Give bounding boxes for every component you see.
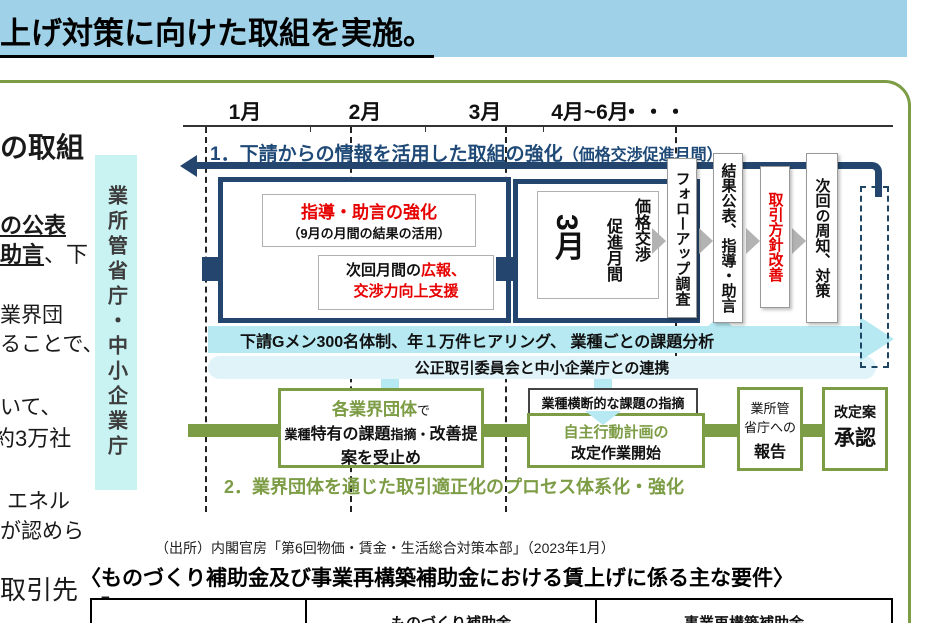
report-line1: 業所管: [750, 401, 790, 416]
price-negotiation-label-col2: 促進月間: [604, 218, 621, 282]
timeline-tick: [310, 126, 311, 132]
section1-title-paren: （価格交渉促進月間）: [562, 147, 723, 164]
step-next-notice-label: 次回の周知、対策: [813, 178, 831, 298]
action-plan-line1: 自主行動計画の: [563, 424, 669, 441]
approval-line1: 改定案: [834, 404, 876, 420]
left-text-fragment: 業界団: [0, 304, 63, 327]
industry-groups-line2-sm1: 業種: [284, 427, 311, 442]
step-results-guidance-label: 結果公表、指導・助言: [719, 163, 737, 313]
report-box: 業所管 省庁への 報告: [737, 387, 803, 471]
action-plan-line2: 改定作業開始: [570, 445, 661, 462]
left-text-fragment: 取引先: [0, 575, 79, 605]
section2-title: 2．業界団体を通じた取引適正化のプロセス体系化・強化: [224, 477, 685, 497]
approval-box: 改定案 承認: [822, 387, 888, 471]
source-citation: （出所）内閣官房「第6回物価・賃金・生活総合対策本部」（2023年1月）: [155, 540, 615, 556]
timeline-month-feb: 2月: [348, 101, 382, 124]
pr-support-line2: 交渉力向上支援: [353, 283, 459, 300]
future-cycle-dashed-box: [860, 186, 889, 368]
section1-title: 1．下請からの情報を活用した取組の強化（価格交渉促進月間）: [210, 139, 723, 166]
industry-groups-box: 各業界団体で 業種特有の課題指摘・改善提 案を受止め: [278, 388, 484, 468]
left-text-fragment: ることで、: [0, 333, 104, 356]
table-header-monodukuri: ものづくり補助金: [307, 600, 597, 623]
report-line2: 省庁への: [743, 420, 796, 435]
price-negotiation-label-col1: 価格交渉: [632, 198, 649, 262]
left-text-fragment: エネル: [7, 490, 70, 513]
price-negotiation-month-box: 価格交渉 促進月間 3月: [537, 191, 659, 299]
ministry-label: 業所管省庁・中小企業庁: [104, 185, 127, 460]
step-policy-improvement-label: 取引方針改善: [766, 192, 784, 282]
industry-groups-line3: 案を受止め: [340, 450, 421, 467]
step-arrow-icon: [746, 228, 760, 254]
connector-tab: [501, 257, 513, 281]
gmen-banner-label: 下請Gメン300名体制、年１万件ヒアリング、 業種ごとの課題分析: [240, 333, 715, 351]
feedback-loop-arrowhead-icon: [180, 155, 197, 177]
industry-groups-line2-lg2: 改善提: [429, 426, 478, 443]
step-followup-survey: フォローアップ調査: [667, 158, 697, 318]
step-policy-improvement: 取引方針改善: [760, 166, 790, 308]
table-header-saikouchiku: 事業再構築補助金: [597, 600, 891, 623]
industry-groups-line2-lg1: 特有の課題: [310, 426, 391, 443]
jftc-banner-label: 公正取引委員会と中小企業庁との連携: [414, 360, 670, 377]
timeline-tick: [205, 126, 206, 132]
report-line3: 報告: [753, 444, 786, 461]
step-results-guidance: 結果公表、指導・助言: [713, 153, 743, 323]
top-banner: 上げ対策に向けた取組を実施。: [0, 0, 907, 58]
pr-support-box: 次回月間の広報、 交渉力向上支援: [318, 255, 494, 310]
industry-groups-line2-sm2: 指摘・: [390, 427, 430, 442]
guidance-strengthen-title: 指導・助言の強化: [301, 203, 437, 222]
subsidy-table: ものづくり補助金 事業再構築補助金: [90, 598, 893, 623]
march-label: 3月: [550, 214, 583, 261]
step-arrow-icon: [792, 228, 806, 254]
diagram-frame: [0, 80, 911, 623]
timeline-axis: [183, 125, 893, 127]
ministry-label-box: 業所管省庁・中小企業庁: [95, 155, 137, 490]
left-text-fragment: が認めら: [0, 520, 84, 543]
timeline-month-jan: 1月: [228, 101, 262, 124]
timeline-month-mar: 3月: [468, 101, 502, 124]
left-text-fragment-underlined: 助言: [0, 242, 45, 267]
left-text-fragment-plain: 、下: [44, 242, 89, 267]
slide-title: 上げ対策に向けた取組を実施。: [0, 8, 434, 58]
table-header-empty: [92, 600, 307, 623]
jftc-banner: 公正取引委員会と中小企業庁との連携: [208, 356, 876, 379]
industry-groups-title-suffix: で: [416, 403, 430, 418]
left-text-fragment: 助言、下: [0, 237, 88, 269]
left-text-fragment: いて、: [0, 396, 62, 419]
step-arrow-icon: [652, 228, 666, 254]
down-arrow-shaft: [381, 379, 399, 390]
connector-tab: [202, 257, 218, 281]
pr-support-line1-black: 次回月間の: [345, 262, 421, 279]
guidance-strengthen-box: 指導・助言の強化 （9月の月間の結果の活用）: [262, 194, 476, 247]
step-arrow-icon: [699, 228, 713, 254]
step-followup-survey-label: フォローアップ調査: [673, 170, 691, 306]
feedback-loop-arrow: [196, 162, 882, 197]
timeline-tick: [425, 126, 426, 132]
down-arrow-icon: [585, 411, 621, 425]
step-next-notice: 次回の周知、対策: [806, 153, 838, 323]
gmen-banner: 下請Gメン300名体制、年１万件ヒアリング、 業種ごとの課題分析: [208, 326, 860, 353]
timeline-tick: [543, 126, 544, 132]
timeline-ellipsis: ・・・: [621, 101, 687, 124]
left-text-fragment: の公表: [0, 213, 67, 238]
month-separator-line: [205, 127, 207, 512]
section1-title-main: 1．下請からの情報を活用した取組の強化: [210, 144, 563, 165]
guidance-strengthen-note: （9月の月間の結果の活用）: [287, 226, 451, 241]
timeline-month-apr-jun: 4月~6月: [551, 101, 629, 124]
left-text-fragment: 約3万社: [0, 426, 72, 451]
subsidy-table-heading: 〈ものづくり補助金及び事業再構築補助金における賃上げに係る主な要件〉: [80, 567, 794, 590]
left-text-fragment: の取組: [0, 132, 85, 163]
cross-industry-issues-label: 業種横断的な課題の指摘: [541, 396, 685, 411]
approval-line2: 承認: [834, 427, 876, 450]
pr-support-line1-red: 広報、: [421, 262, 467, 279]
industry-groups-title: 各業界団体: [331, 400, 417, 419]
